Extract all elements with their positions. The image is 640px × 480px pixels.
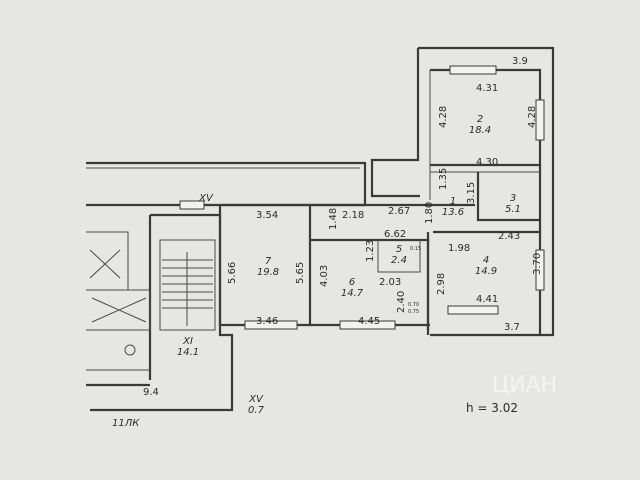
dim-label: 3.7 [504,322,520,333]
room-2-area: 18.4 [469,125,491,136]
building-code: 11ЛК [112,418,140,429]
dim-label: 1.48 [328,208,339,230]
small-mark: 0.70 [408,302,419,308]
ceiling-height-note: h = 3.02 [466,401,518,415]
dim-label: 5.65 [295,262,306,284]
room-7-area: 19.8 [257,267,279,278]
dim-label: 2.40 [396,291,407,313]
room-labels: 2 18.4 1 13.6 3 5.1 4 14.9 5 2.4 6 14.7 … [177,114,521,416]
stair-treads [162,252,213,326]
dim-label: 3.70 [532,253,543,275]
room-1-number: 1 [450,196,456,207]
room-5-area: 2.4 [391,255,407,266]
dim-label: 4.28 [527,106,538,128]
room-xi-area: 14.1 [177,347,199,358]
room-5-number: 5 [396,244,402,255]
windows [179,65,545,330]
dim-label: 1.98 [448,243,470,254]
small-mark: 0.15 [410,246,421,252]
room-4-area: 14.9 [475,266,497,277]
walls [86,46,555,412]
room-xv-number: XV [248,394,264,405]
dim-label: 2.67 [388,206,410,217]
dim-label: 3.54 [256,210,278,221]
dim-label: 2.03 [379,277,401,288]
dim-label: 2.18 [342,210,364,221]
room-3-area: 5.1 [505,204,521,215]
dim-label: 3.15 [466,182,477,204]
watermark: ЦИАН [492,373,557,398]
dim-label: 2.98 [436,273,447,295]
room-6-area: 14.7 [341,288,364,299]
room-2-number: 2 [477,114,483,125]
dim-label: 3.9 [512,56,528,67]
dim-label: 4.28 [438,106,449,128]
room-3-number: 3 [510,193,516,204]
dim-label: 1.23 [365,240,376,262]
left-bay-hatches [89,249,147,356]
dim-label: 2.43 [498,231,520,242]
dim-label: 4.31 [476,83,498,94]
dim-label: 1.35 [438,168,449,190]
stair-mark: XV [198,193,214,204]
small-mark: 0.75 [408,309,419,315]
dimension-labels: 3.9 4.31 4.28 4.28 4.30 1.35 3.15 2.67 1… [143,56,543,398]
dim-label: 6.62 [384,229,406,240]
dim-label: 1.80 [424,202,435,224]
dim-label: 4.41 [476,294,498,305]
room-4-number: 4 [483,255,489,266]
room-xi-number: XI [182,336,193,347]
room-xv-area: 0.7 [248,405,265,416]
dim-label: 9.4 [143,387,159,398]
dim-label: 4.30 [476,157,498,168]
dim-label: 4.03 [319,265,330,287]
dim-label: 5.66 [227,262,238,284]
room-1-area: 13.6 [442,207,464,218]
dim-label: 3.46 [256,316,278,327]
dim-label: 4.45 [358,316,380,327]
room-6-number: 6 [349,277,355,288]
room-7-number: 7 [265,256,272,267]
